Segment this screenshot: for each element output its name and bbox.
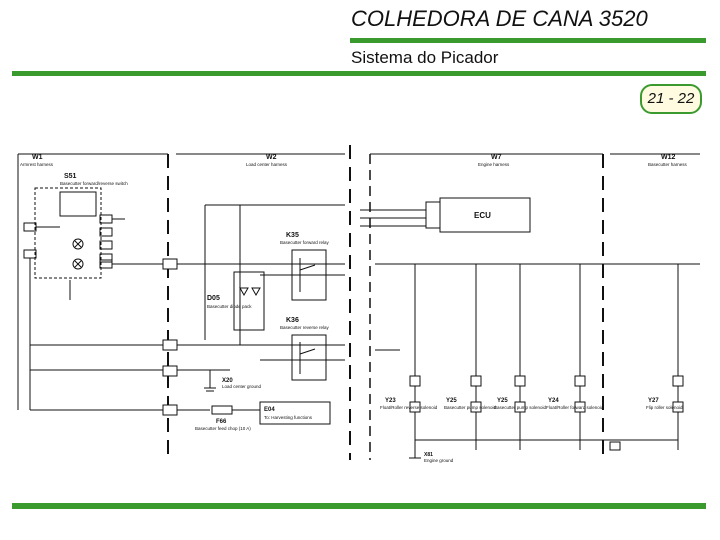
solenoid-y27: Y27 Flip roller solenoid (646, 398, 683, 410)
harness-w2: W2 Load center harness (246, 154, 288, 167)
fuse-e04: E04 To: Harvesting functions (264, 407, 313, 420)
svg-text:Y25: Y25 (446, 398, 457, 404)
solenoid-y23: Y23 Float/Roller reverse solenoid (380, 398, 438, 410)
svg-text:To: Harvesting functions: To: Harvesting functions (264, 415, 313, 420)
svg-text:X20: X20 (222, 378, 233, 384)
wiring-schematic: W1 Armrest harness W2 Load center harnes… (17, 145, 700, 463)
svg-text:W12: W12 (661, 154, 676, 161)
switch-s51: S51 Basecutter forward/reverse switch (60, 173, 128, 186)
svg-text:Y23: Y23 (385, 398, 396, 404)
page-number-badge: 21 - 22 (640, 84, 702, 114)
harness-w1: W1 Armrest harness (20, 154, 54, 167)
relay-k35: K35 Basecutter forward relay (280, 232, 330, 245)
svg-text:W2: W2 (266, 154, 277, 161)
solenoid-y25-right: Y25 Basecutter pump solenoid (494, 398, 547, 410)
svg-text:Basecutter reverse relay: Basecutter reverse relay (280, 325, 330, 330)
svg-text:Armrest harness: Armrest harness (20, 162, 54, 167)
svg-text:K36: K36 (286, 317, 299, 324)
svg-text:Basecutter diode pack: Basecutter diode pack (207, 304, 252, 309)
slide-title: COLHEDORA DE CANA 3520 (351, 6, 648, 31)
svg-text:Float/Roller reverse solenoid: Float/Roller reverse solenoid (380, 405, 438, 410)
svg-text:Load center harness: Load center harness (246, 162, 288, 167)
svg-text:Load center ground: Load center ground (222, 384, 262, 389)
title-underline (350, 38, 706, 43)
svg-text:F66: F66 (216, 419, 227, 425)
svg-text:Basecutter pump solenoid: Basecutter pump solenoid (444, 405, 497, 410)
svg-text:Basecutter forward/reverse swi: Basecutter forward/reverse switch (60, 181, 128, 186)
diode-pack-d05: D05 Basecutter diode pack (207, 295, 252, 309)
solenoid-y25-left: Y25 Basecutter pump solenoid (444, 398, 497, 410)
svg-text:Y27: Y27 (648, 398, 659, 404)
svg-text:Basecutter feed chop (10 A): Basecutter feed chop (10 A) (195, 426, 251, 431)
svg-text:Basecutter harness: Basecutter harness (648, 162, 688, 167)
svg-text:Y25: Y25 (497, 398, 508, 404)
svg-text:Flip roller solenoid: Flip roller solenoid (646, 405, 683, 410)
svg-text:Float/Roller forward solenoid: Float/Roller forward solenoid (546, 405, 604, 410)
solenoid-y24: Y24 Float/Roller forward solenoid (546, 398, 604, 410)
svg-text:X81: X81 (424, 452, 433, 458)
svg-text:K35: K35 (286, 232, 299, 239)
ground-x20: X20 Load center ground (222, 378, 262, 389)
svg-text:W7: W7 (491, 154, 502, 161)
svg-text:D05: D05 (207, 295, 220, 302)
svg-text:Basecutter pump solenoid: Basecutter pump solenoid (494, 405, 547, 410)
svg-text:Engine ground: Engine ground (424, 458, 454, 463)
harness-w7: W7 Engine harness (478, 154, 510, 167)
fuse-f66: F66 Basecutter feed chop (10 A) (195, 419, 251, 431)
svg-text:S51: S51 (64, 173, 77, 180)
slide-subtitle: Sistema do Picador (351, 48, 499, 67)
footer-bar (12, 503, 706, 509)
svg-text:E04: E04 (264, 407, 275, 413)
svg-text:Basecutter forward relay: Basecutter forward relay (280, 240, 330, 245)
relay-k36: K36 Basecutter reverse relay (280, 317, 330, 330)
harness-w12: W12 Basecutter harness (648, 154, 688, 167)
subtitle-underline (12, 71, 706, 76)
ground-x81: X81 Engine ground (424, 452, 454, 463)
svg-text:Y24: Y24 (548, 398, 559, 404)
ecu-label: ECU (474, 211, 491, 220)
svg-text:Engine harness: Engine harness (478, 162, 510, 167)
svg-text:W1: W1 (32, 154, 43, 161)
